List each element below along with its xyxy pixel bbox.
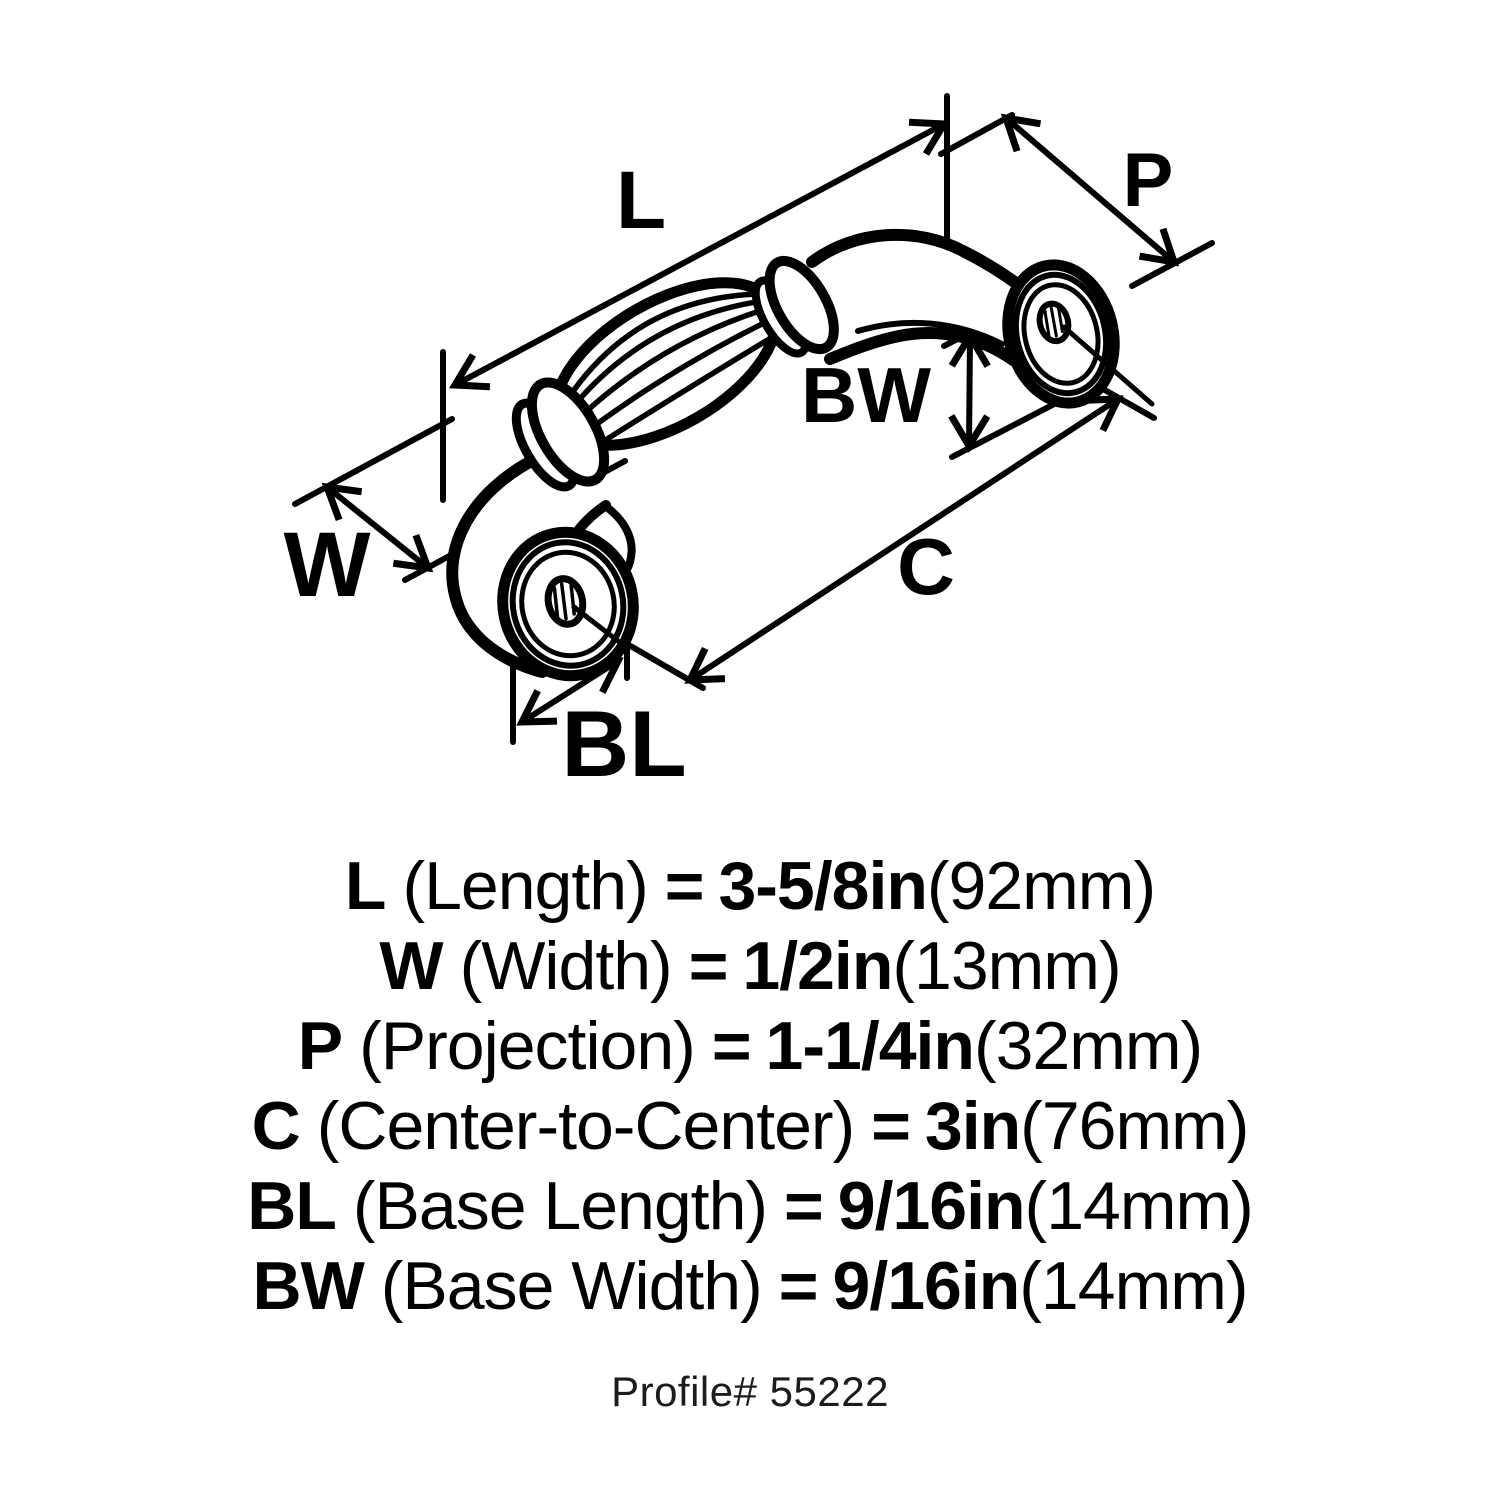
right-base xyxy=(1002,259,1120,409)
specification-list: L(Length)=3-5/8in(92mm) W(Width)=1/2in(1… xyxy=(0,846,1500,1326)
dim-projection-tick-bottom xyxy=(1129,240,1215,289)
left-collar-front-ring xyxy=(526,377,610,487)
center-reference-lines xyxy=(571,324,1155,651)
dim-width-line xyxy=(321,482,434,573)
right-base-rim xyxy=(1012,271,1110,397)
label-base-width: BW xyxy=(801,351,931,439)
spec-symbol: BW xyxy=(252,1248,364,1324)
spec-name: (Length) xyxy=(402,848,648,924)
right-base-face-ring xyxy=(1021,282,1101,386)
dim-projection-line xyxy=(1000,113,1180,267)
spec-metric: (14mm) xyxy=(1024,1168,1254,1244)
equals-sign: = xyxy=(711,1008,752,1084)
dimension-lines xyxy=(292,93,1215,745)
equals-sign: = xyxy=(664,848,705,924)
label-length: L xyxy=(616,155,666,246)
spec-imperial: 1/2in xyxy=(742,928,893,1004)
left-center-reference xyxy=(571,604,630,651)
profile-number: Profile# 55222 xyxy=(611,1368,889,1415)
melon-flute-2 xyxy=(560,298,767,422)
equals-sign: = xyxy=(784,1168,824,1244)
melon-flute-5 xyxy=(594,337,771,448)
spec-imperial: 9/16in xyxy=(832,1248,1021,1324)
spec-line-center-to-center: C(Center-to-Center)=3in(76mm) xyxy=(0,1086,1500,1166)
spec-name: (Base Width) xyxy=(380,1248,763,1324)
spec-symbol: P xyxy=(297,1008,343,1084)
spec-name: (Center-to-Center) xyxy=(316,1088,855,1164)
spec-metric: (14mm) xyxy=(1019,1248,1248,1324)
spec-metric: (76mm) xyxy=(1020,1088,1249,1164)
right-center-reference xyxy=(1061,324,1155,407)
spec-metric: (13mm) xyxy=(892,928,1121,1004)
right-collar xyxy=(751,255,839,358)
equals-sign: = xyxy=(778,1248,819,1324)
left-base xyxy=(497,526,639,682)
label-center-to-center: C xyxy=(897,522,955,611)
spec-metric: (32mm) xyxy=(973,1008,1203,1084)
left-arm-outer-edge xyxy=(446,452,548,678)
dimension-labels: L P W C BW BL xyxy=(284,138,1174,796)
spec-name: (Base Length) xyxy=(352,1168,768,1244)
dim-base-width-tick-bottom xyxy=(949,397,1065,460)
cabinet-pull-illustration: L P W C BW BL xyxy=(284,93,1215,796)
spec-name: (Width) xyxy=(459,928,673,1004)
spec-imperial: 9/16in xyxy=(837,1168,1026,1244)
dim-length-line xyxy=(448,118,951,391)
spec-line-length: L(Length)=3-5/8in(92mm) xyxy=(0,846,1500,926)
left-base-rim xyxy=(509,539,627,669)
dim-base-width-line xyxy=(948,329,991,453)
right-arm-inner-line xyxy=(855,319,1005,347)
dim-projection-tick-top xyxy=(938,112,1015,157)
spec-symbol: C xyxy=(251,1088,301,1164)
label-base-length: BL xyxy=(561,691,686,796)
spec-symbol: BL xyxy=(247,1168,337,1244)
left-base-face-ring xyxy=(519,549,617,659)
spec-name: (Projection) xyxy=(359,1008,696,1084)
label-width: W xyxy=(284,514,371,616)
spec-symbol: W xyxy=(379,928,443,1004)
spec-line-width: W(Width)=1/2in(13mm) xyxy=(0,926,1500,1006)
equals-sign: = xyxy=(688,928,729,1004)
spec-line-base-length: BL(Base Length)=9/16in(14mm) xyxy=(0,1166,1500,1246)
melon-flute-1 xyxy=(559,291,758,411)
dim-width-ext-top xyxy=(292,416,455,507)
melon-flute-4 xyxy=(575,316,774,441)
dim-center-line xyxy=(684,395,1124,684)
equals-sign: = xyxy=(871,1088,911,1164)
spec-symbol: L xyxy=(344,848,387,924)
spec-imperial: 3-5/8in xyxy=(718,848,927,924)
spec-metric: (92mm) xyxy=(926,848,1156,924)
spec-line-base-width: BW(Base Width)=9/16in(14mm) xyxy=(0,1246,1500,1326)
label-projection: P xyxy=(1123,138,1174,223)
spec-imperial: 3in xyxy=(924,1088,1021,1164)
right-arm-bottom-edge xyxy=(824,327,1019,366)
pull-handle-art xyxy=(446,228,1120,682)
right-collar-front-ring xyxy=(764,255,839,355)
spec-imperial: 1-1/4in xyxy=(765,1008,975,1084)
spec-line-projection: P(Projection)=1-1/4in(32mm) xyxy=(0,1006,1500,1086)
left-collar xyxy=(511,377,610,492)
